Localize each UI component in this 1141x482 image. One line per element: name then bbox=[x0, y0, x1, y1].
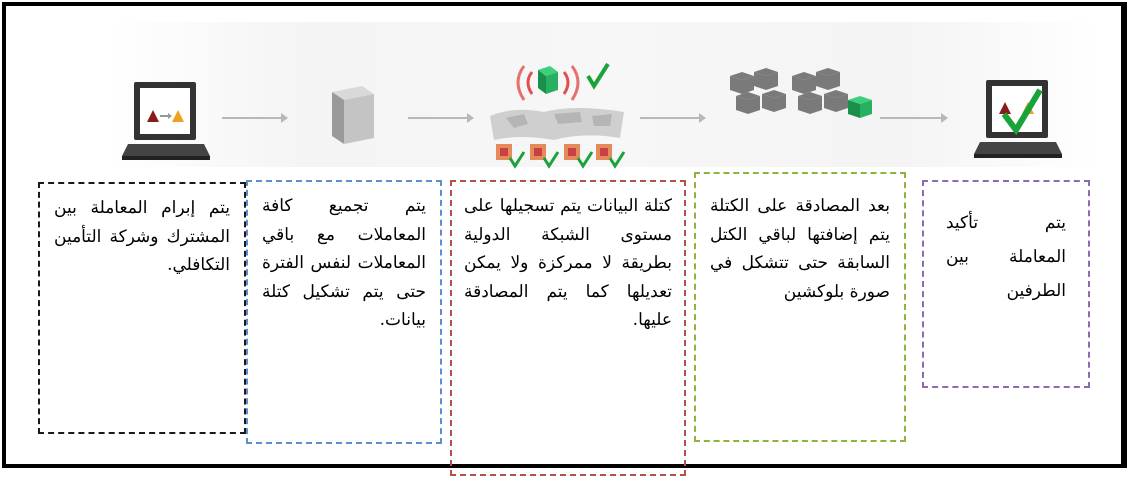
step-4-box: بعد المصادقة على الكتلة يتم إضافتها لباق… bbox=[694, 172, 906, 442]
step-4-text: بعد المصادقة على الكتلة يتم إضافتها لباق… bbox=[710, 196, 890, 302]
blockchain-cubes-icon bbox=[730, 68, 872, 118]
flow-arrow-2 bbox=[408, 113, 474, 123]
laptop-transaction-icon bbox=[122, 82, 210, 160]
step-5-box: يتم تأكيد المعاملة بين الطرفين bbox=[922, 180, 1090, 388]
step-5-text: يتم تأكيد المعاملة بين الطرفين bbox=[946, 213, 1066, 301]
flow-arrow-3 bbox=[640, 113, 706, 123]
outer-frame bbox=[2, 2, 1127, 468]
process-strip-background bbox=[110, 22, 1100, 167]
step-2-box: يتم تجميع كافة المعاملات مع باقي المعامل… bbox=[246, 180, 442, 444]
step-1-text: يتم إبرام المعاملة بين المشترك وشركة الت… bbox=[54, 198, 230, 275]
step-1-box: يتم إبرام المعاملة بين المشترك وشركة الت… bbox=[38, 182, 246, 434]
world-network-icon bbox=[490, 62, 626, 169]
step-3-box: كتلة البيانات يتم تسجيلها على مستوى الشب… bbox=[450, 180, 686, 476]
step-2-text: يتم تجميع كافة المعاملات مع باقي المعامل… bbox=[262, 196, 426, 330]
flow-arrow-1 bbox=[222, 113, 288, 123]
flow-arrow-4 bbox=[880, 113, 948, 123]
step-3-text: كتلة البيانات يتم تسجيلها على مستوى الشب… bbox=[464, 196, 672, 330]
single-block-icon bbox=[332, 86, 374, 144]
laptop-confirmed-icon bbox=[974, 80, 1062, 158]
